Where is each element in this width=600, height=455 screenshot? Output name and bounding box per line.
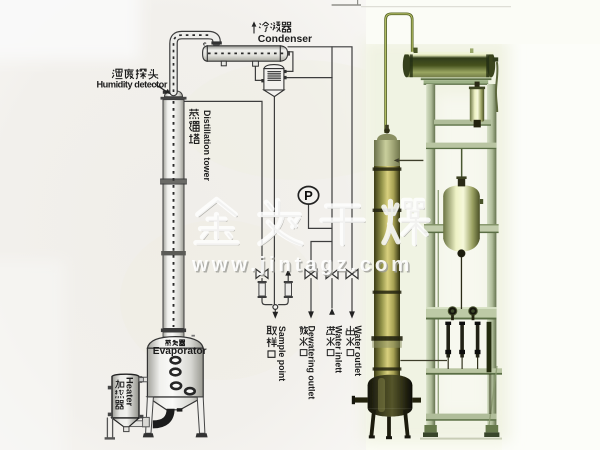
svg-text:Humidity detector: Humidity detector <box>97 79 168 89</box>
svg-text:Water outlet: Water outlet <box>353 326 363 377</box>
svg-text:Distillation tower: Distillation tower <box>202 110 212 181</box>
svg-text:www.jintagz.com: www.jintagz.com <box>191 253 413 276</box>
svg-text:Sample point: Sample point <box>277 326 287 381</box>
svg-text:Water inlett: Water inlett <box>334 326 344 374</box>
svg-text:P: P <box>304 188 313 203</box>
svg-text:Evaporator: Evaporator <box>153 346 207 357</box>
svg-text:Dewatering outlet: Dewatering outlet <box>306 326 316 400</box>
svg-text:Heater: Heater <box>125 377 136 407</box>
svg-text:www.jintagz.com: www.jintagz.com <box>193 254 415 277</box>
svg-text:Condenser: Condenser <box>258 34 312 45</box>
